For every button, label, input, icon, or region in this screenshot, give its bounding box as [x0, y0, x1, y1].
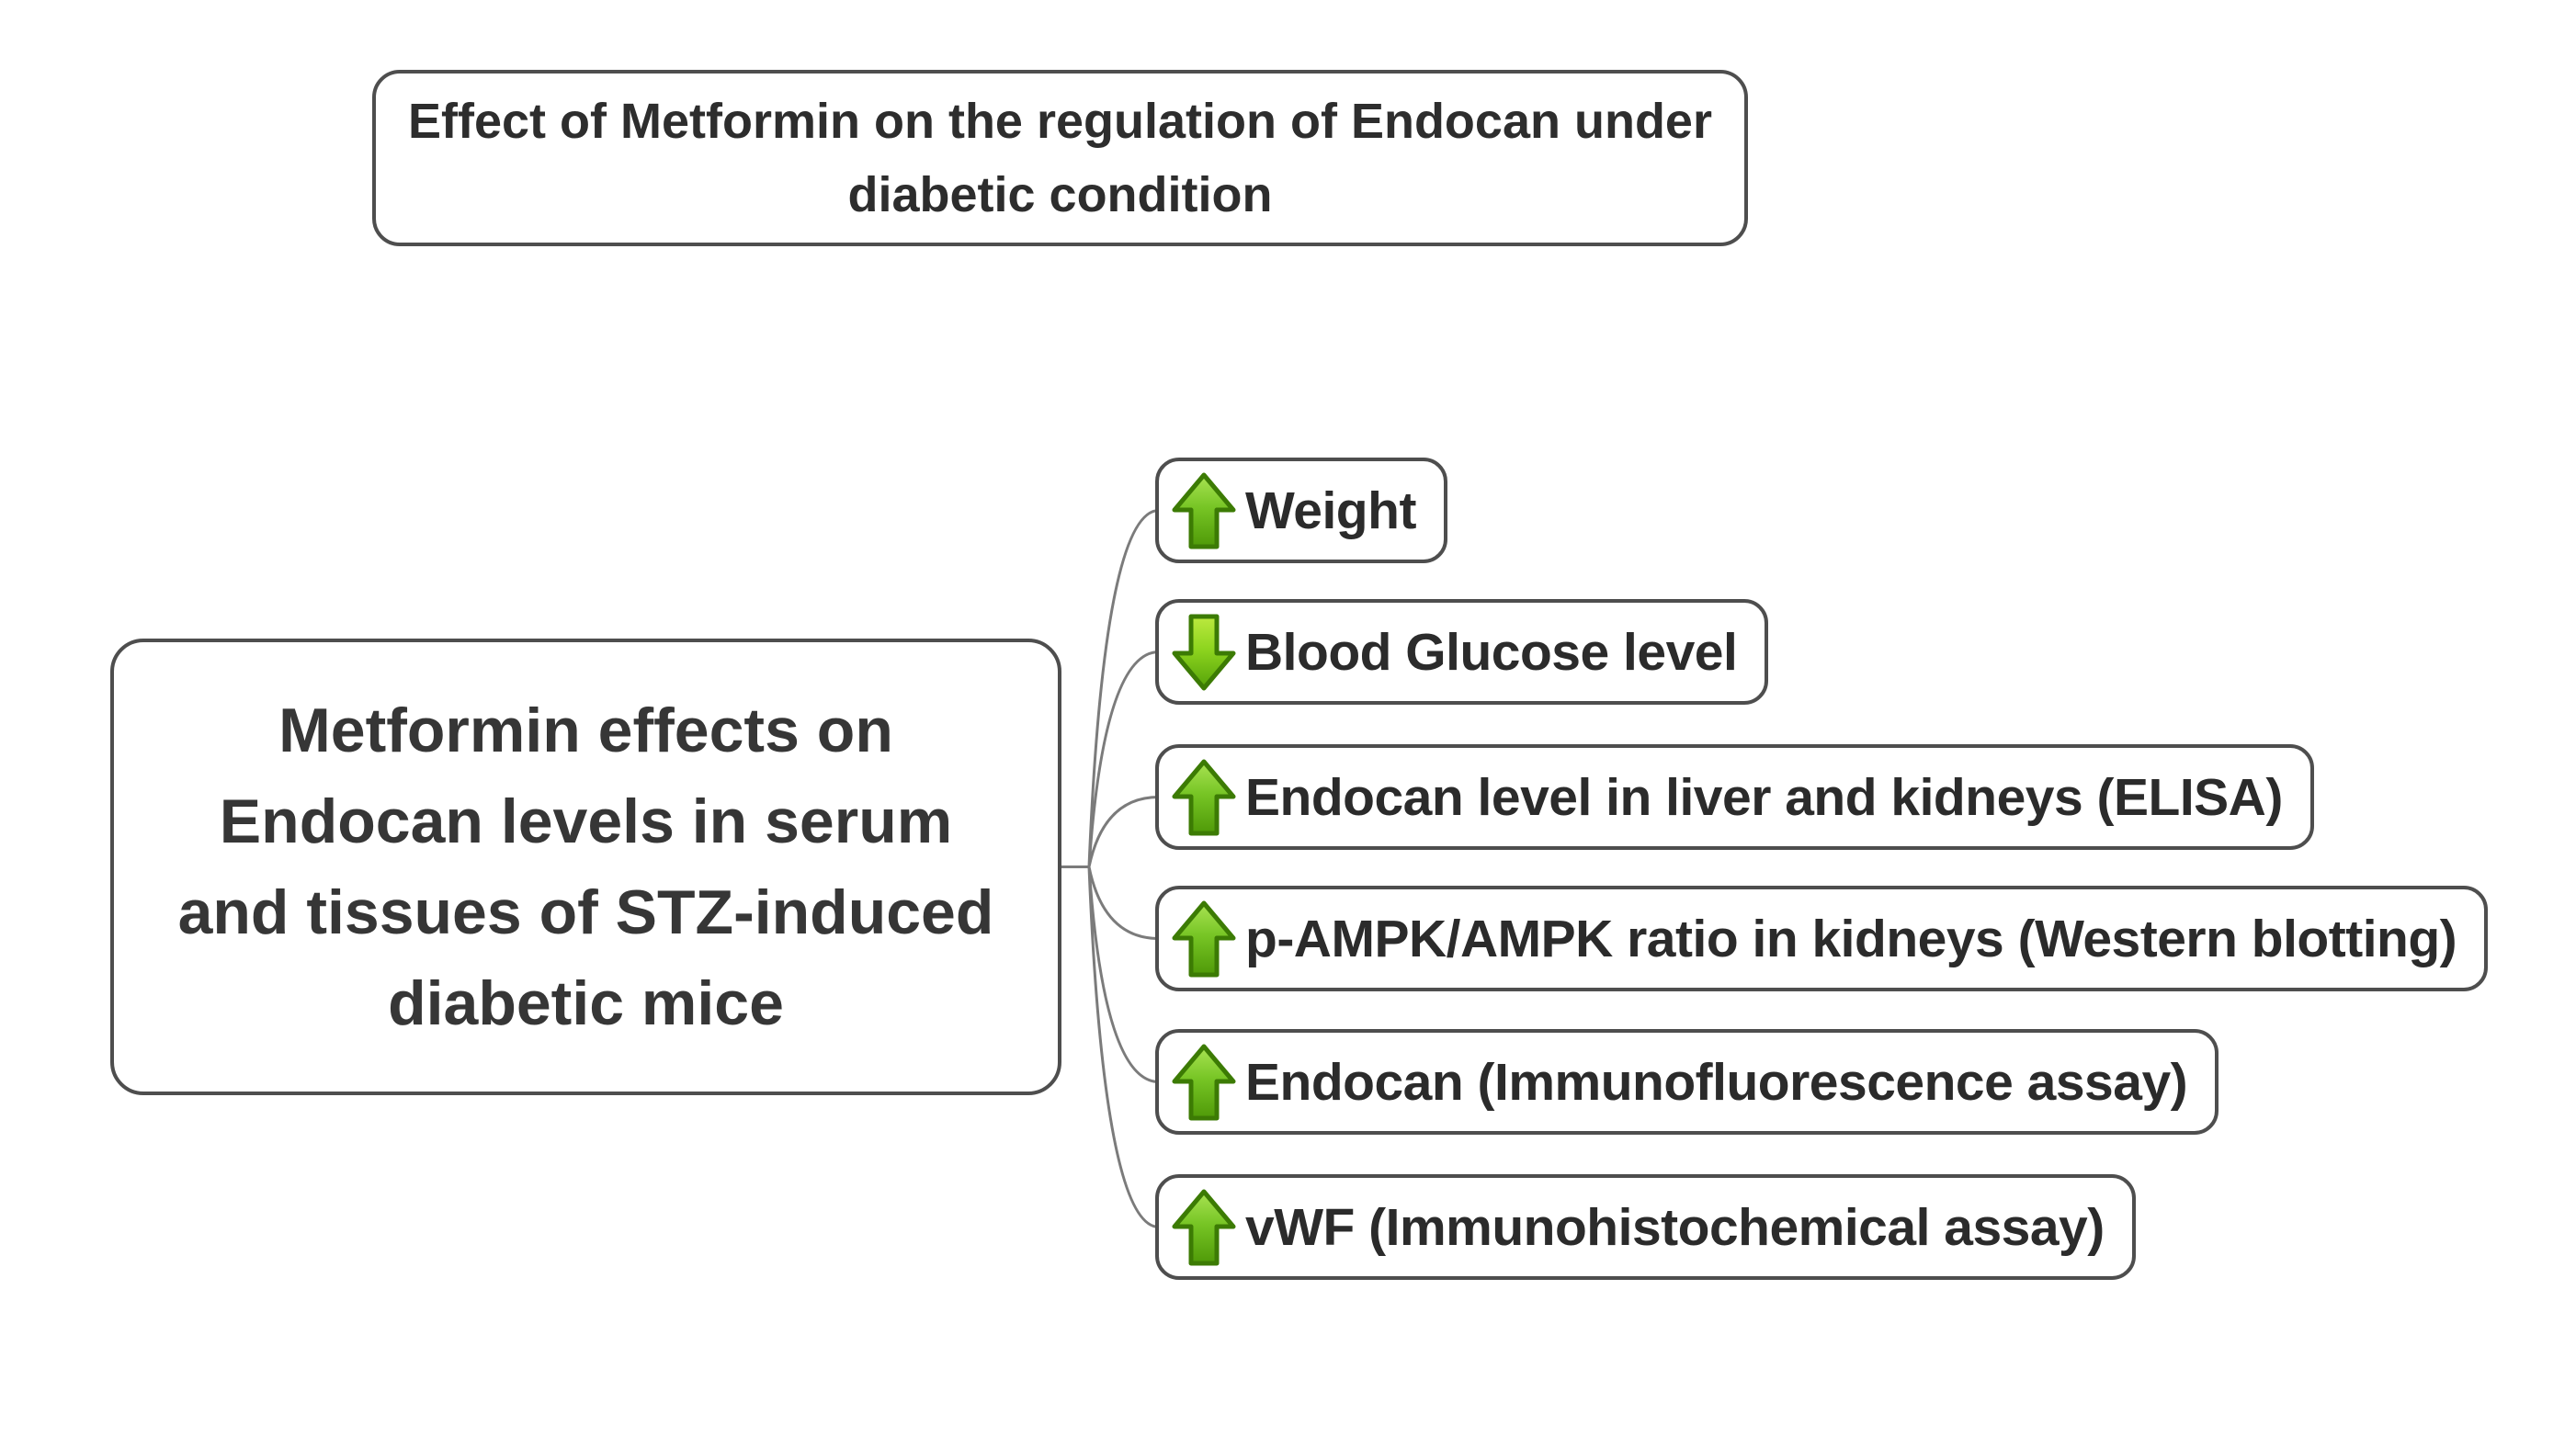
- arrow-up-icon: [1172, 472, 1236, 549]
- arrow-down-icon: [1172, 614, 1236, 691]
- arrow-up-icon: [1172, 759, 1236, 836]
- finding-node: p-AMPK/AMPK ratio in kidneys (Western bl…: [1155, 886, 2489, 991]
- arrow-up-icon: [1172, 900, 1236, 978]
- central-node: Metformin effects on Endocan levels in s…: [110, 639, 1061, 1095]
- finding-label: Blood Glucose level: [1245, 622, 1738, 682]
- finding-label: p-AMPK/AMPK ratio in kidneys (Western bl…: [1245, 909, 2457, 968]
- arrow-up-icon: [1172, 1189, 1236, 1266]
- arrow-up-icon: [1172, 1044, 1236, 1121]
- central-node-text: Metformin effects on Endocan levels in s…: [177, 695, 994, 1038]
- finding-node: Endocan (Immunofluorescence assay): [1155, 1029, 2219, 1135]
- finding-node: Endocan level in liver and kidneys (ELIS…: [1155, 744, 2314, 850]
- finding-label: vWF (Immunohistochemical assay): [1245, 1197, 2105, 1257]
- finding-label: Endocan (Immunofluorescence assay): [1245, 1052, 2188, 1112]
- finding-node: vWF (Immunohistochemical assay): [1155, 1174, 2136, 1280]
- finding-label: Weight: [1245, 481, 1416, 540]
- finding-label: Endocan level in liver and kidneys (ELIS…: [1245, 767, 2283, 827]
- title-text: Effect of Metformin on the regulation of…: [408, 94, 1712, 222]
- finding-node: Weight: [1155, 458, 1447, 563]
- title-node: Effect of Metformin on the regulation of…: [372, 70, 1748, 246]
- finding-node: Blood Glucose level: [1155, 599, 1769, 705]
